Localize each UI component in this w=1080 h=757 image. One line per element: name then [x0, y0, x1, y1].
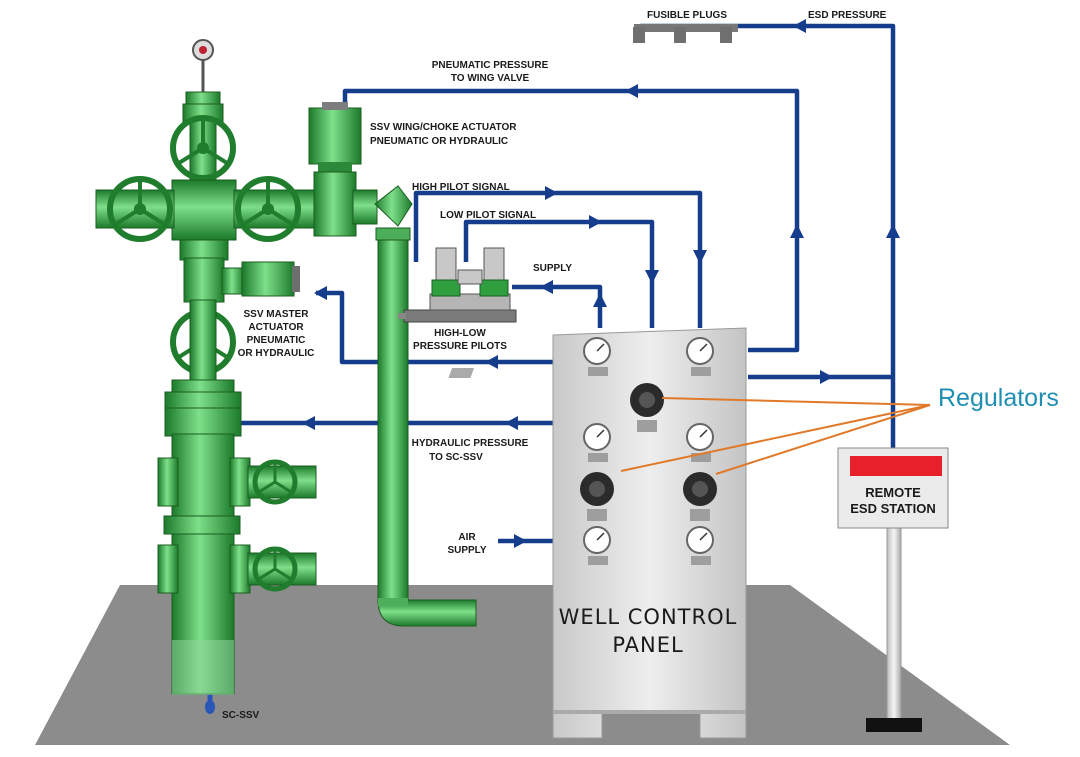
fusible-plugs [633, 24, 738, 43]
label-hydraulic-2: TO SC-SSV [429, 452, 483, 463]
diagram-labels: FUSIBLE PLUGS ESD PRESSURE PNEUMATIC PRE… [222, 10, 1059, 721]
label-air-2: SUPPLY [447, 545, 486, 556]
pressure-gauge-icon [686, 526, 714, 554]
pressure-gauge-icon [583, 526, 611, 554]
handwheel-icon [107, 176, 173, 242]
pressure-gauge-icon [448, 337, 611, 378]
esd-label-line-2: ESD STATION [850, 501, 935, 516]
label-ssv-master-2: ACTUATOR [248, 322, 304, 333]
high-low-pressure-pilots [398, 247, 517, 323]
remote-esd-station: REMOTE ESD STATION [837, 447, 949, 732]
label-high-low-2: PRESSURE PILOTS [413, 341, 507, 352]
label-air-1: AIR [458, 532, 476, 543]
label-high-pilot: HIGH PILOT SIGNAL [412, 182, 510, 193]
ssv-wing-actuator [308, 102, 378, 237]
regulator-callouts [620, 397, 931, 475]
handwheel-icon [252, 546, 298, 592]
handwheel-icon [235, 176, 301, 242]
label-hydraulic-1: HYDRAULIC PRESSURE [412, 438, 529, 449]
handwheel-icon [170, 115, 236, 181]
pressure-gauge-icon [686, 337, 714, 365]
label-ssv-wing-1: SSV WING/CHOKE ACTUATOR [370, 122, 517, 133]
label-high-low-1: HIGH-LOW [434, 328, 486, 339]
ground-slab [35, 585, 1010, 745]
label-regulators: Regulators [938, 384, 1059, 412]
regulator-knob-icon [580, 472, 614, 521]
label-ssv-wing-2: PNEUMATIC OR HYDRAULIC [370, 136, 508, 147]
label-fusible-plugs: FUSIBLE PLUGS [647, 10, 727, 21]
panel-title-line-2: PANEL [612, 633, 683, 657]
flowline-pipe [374, 185, 477, 627]
label-esd-pressure: ESD PRESSURE [808, 10, 887, 21]
label-pneumatic-wing-1: PNEUMATIC PRESSURE [432, 60, 549, 71]
label-ssv-master-1: SSV MASTER [243, 309, 309, 320]
label-ssv-master-4: OR HYDRAULIC [238, 348, 315, 359]
label-pneumatic-wing-2: TO WING VALVE [451, 73, 530, 84]
regulator-knob-icon [630, 383, 664, 432]
ssv-master-actuator [241, 261, 300, 297]
wellhead [95, 39, 317, 695]
panel-title-line-1: WELL CONTROL [559, 605, 738, 629]
pressure-gauge-icon [583, 423, 611, 451]
label-ssv-master-3: PNEUMATIC [247, 335, 306, 346]
well-control-panel: WELL CONTROL PANEL [448, 327, 747, 739]
esd-red-button [850, 456, 942, 476]
label-supply: SUPPLY [533, 263, 572, 274]
handwheel-icon [252, 459, 298, 505]
pressure-gauge-icon [686, 423, 714, 451]
label-sc-ssv: SC-SSV [222, 710, 260, 721]
esd-label-line-1: REMOTE [865, 485, 921, 500]
regulator-knob-icon [683, 472, 717, 521]
label-low-pilot: LOW PILOT SIGNAL [440, 210, 536, 221]
